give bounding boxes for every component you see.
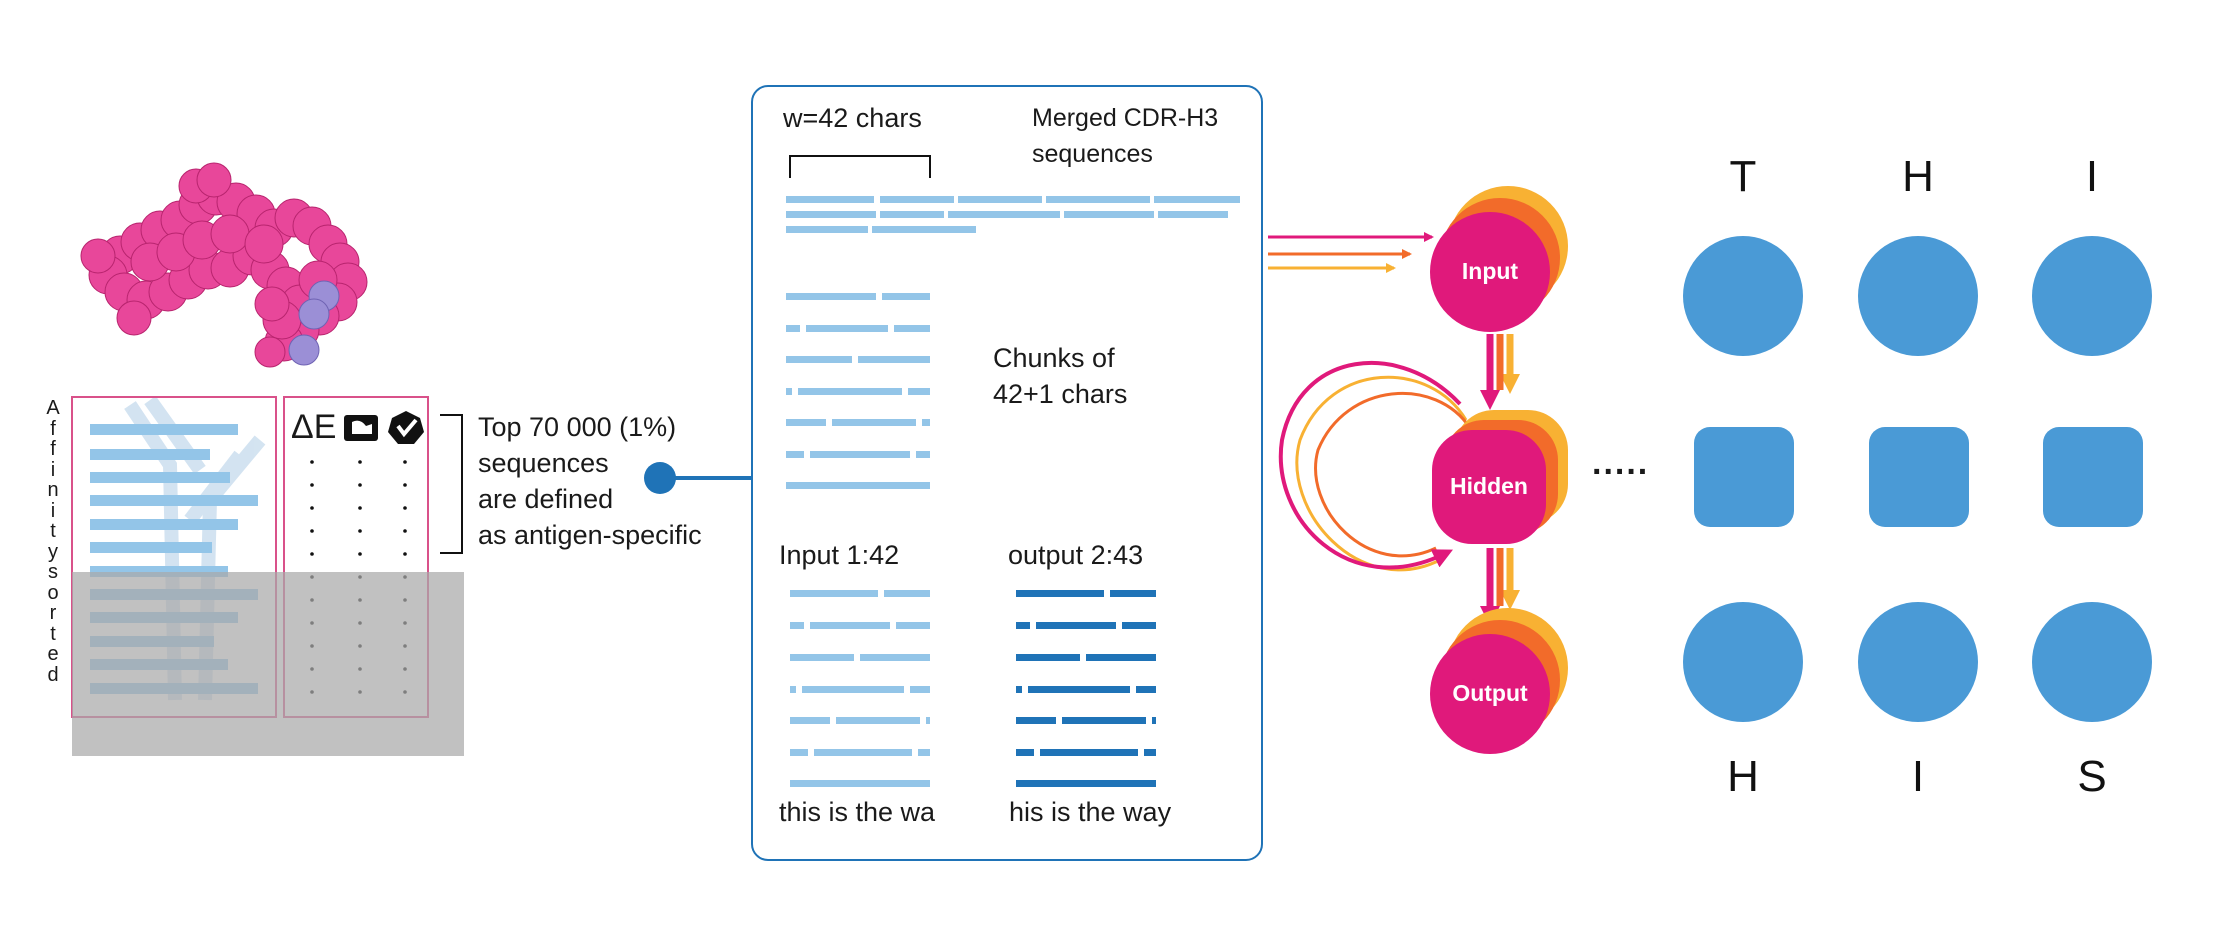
hidden-node-label: Hidden <box>1450 473 1528 499</box>
top-selection-bracket <box>440 414 463 554</box>
bottom-letter-2: I <box>1911 752 1925 801</box>
delta-e-label: ΔE <box>291 408 337 446</box>
selection-note-line-2: sequences <box>478 448 609 478</box>
top-letter-1: T <box>1729 152 1757 201</box>
molecule-structure-icon <box>80 162 368 368</box>
output-node-label: Output <box>1452 680 1528 706</box>
selection-note-line-4: as antigen-specific <box>478 520 702 550</box>
input-header: Input 1:42 <box>779 540 900 570</box>
merged-label-line-2: sequences <box>1032 140 1153 168</box>
input-example: this is the wa <box>779 797 936 827</box>
affinity-sorted-label: A f f i n i t y s o r t e d <box>46 397 60 686</box>
chunks-label-line-2: 42+1 chars <box>993 379 1128 409</box>
non-specific-overlay <box>72 572 464 756</box>
window-bracket <box>789 155 931 178</box>
bottom-letter-1: H <box>1727 752 1759 801</box>
unrolled-input-nodes <box>1683 236 2152 356</box>
output-node <box>1430 608 1568 754</box>
unrolled-output-nodes <box>1683 602 2152 722</box>
selection-note-line-1: Top 70 000 (1%) <box>478 412 677 442</box>
top-letter-3: I <box>2085 152 2099 201</box>
chunk-lines <box>786 293 930 489</box>
connector-dot <box>644 462 676 494</box>
merged-label-line-1: Merged CDR-H3 <box>1032 104 1219 132</box>
input-to-hidden-arrows <box>1480 334 1520 410</box>
input-lines <box>790 590 930 787</box>
bottom-letter-3: S <box>2077 752 2107 801</box>
input-arrows <box>1268 232 1434 273</box>
input-node-label: Input <box>1461 258 1519 284</box>
merged-sequence-lines <box>786 196 1240 233</box>
window-width-label: w=42 chars <box>783 103 922 133</box>
binder-icon <box>344 415 378 441</box>
output-lines <box>1016 590 1156 787</box>
output-example: his is the way <box>1009 797 1172 827</box>
selection-note-line-3: are defined <box>478 484 614 514</box>
recurrent-loop-arrows <box>1278 361 1472 572</box>
hidden-to-output-arrows <box>1480 548 1520 626</box>
output-header: output 2:43 <box>1008 540 1144 570</box>
unrolled-hidden-nodes <box>1694 427 2143 527</box>
specificity-icon <box>388 411 424 444</box>
chunks-label-line-1: Chunks of <box>993 343 1115 373</box>
top-letter-2: H <box>1902 152 1934 201</box>
hidden-node <box>1432 410 1568 544</box>
chunking-box <box>751 85 1263 861</box>
input-node <box>1430 186 1568 332</box>
ellipsis: ..... <box>1592 444 1650 482</box>
